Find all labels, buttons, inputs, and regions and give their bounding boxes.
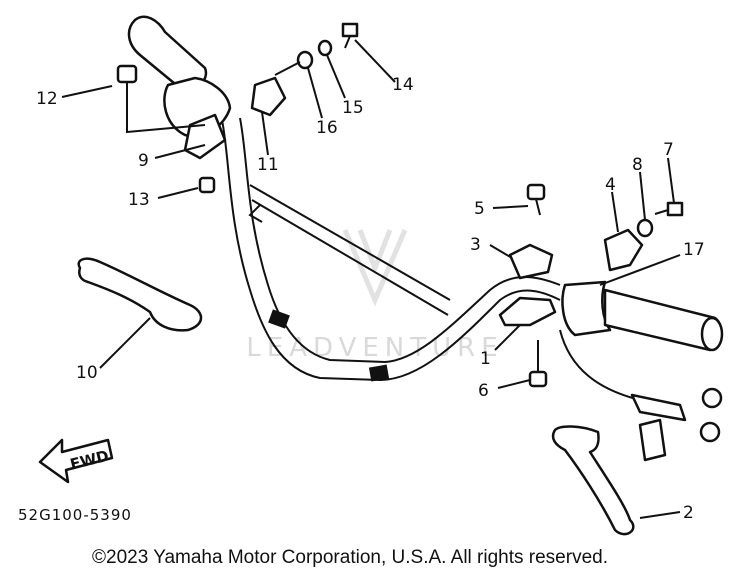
- bracket-11: [250, 76, 287, 117]
- nut-13: [198, 176, 216, 194]
- callout-16: 16: [316, 118, 338, 138]
- watermark-text: LEADVENTURE: [246, 333, 503, 363]
- callout-8: 8: [632, 155, 643, 175]
- callout-10: 10: [76, 363, 98, 383]
- diagram-code: 52G100-5390: [18, 506, 132, 524]
- callout-4: 4: [605, 175, 616, 195]
- holder-3: [508, 243, 554, 280]
- throttle-cable: [559, 329, 723, 462]
- copyright: ©2023 Yamaha Motor Corporation, U.S.A. A…: [92, 547, 608, 568]
- callout-2: 2: [683, 503, 694, 523]
- callout-12: 12: [36, 89, 58, 109]
- callout-1: 1: [480, 349, 491, 369]
- throttle-grip-17: [561, 280, 724, 352]
- callout-3: 3: [470, 235, 481, 255]
- washer-16: [296, 50, 314, 70]
- bolt-5: [526, 183, 546, 216]
- callout-15: 15: [342, 98, 364, 118]
- callout-17: 17: [683, 240, 705, 260]
- callout-numbers: 12 9 13 10 11 16 15 14 5 3 4 8 7 17 1 6 …: [36, 75, 705, 523]
- washer-8: [636, 218, 654, 238]
- callout-14: 14: [392, 75, 414, 95]
- lever-2: [551, 425, 635, 536]
- bolt-12: [116, 64, 138, 98]
- washer-15: [317, 39, 333, 57]
- bracket-1: [498, 296, 557, 327]
- holder-4: [603, 228, 644, 272]
- left-grip: [127, 15, 232, 160]
- nut-6: [528, 370, 548, 388]
- handlebar: [221, 117, 561, 382]
- callout-leaders: [61, 39, 681, 519]
- fwd-arrow: FWD: [38, 438, 114, 484]
- lever-10: [77, 257, 203, 332]
- callout-13: 13: [128, 190, 150, 210]
- watermark: LEADVENTURE: [246, 229, 503, 363]
- screw-7: [654, 201, 684, 217]
- screw-14: [341, 22, 359, 49]
- callout-5: 5: [474, 199, 485, 219]
- callout-6: 6: [478, 381, 489, 401]
- callout-7: 7: [663, 140, 674, 160]
- callout-9: 9: [138, 151, 149, 171]
- callout-11: 11: [257, 155, 279, 175]
